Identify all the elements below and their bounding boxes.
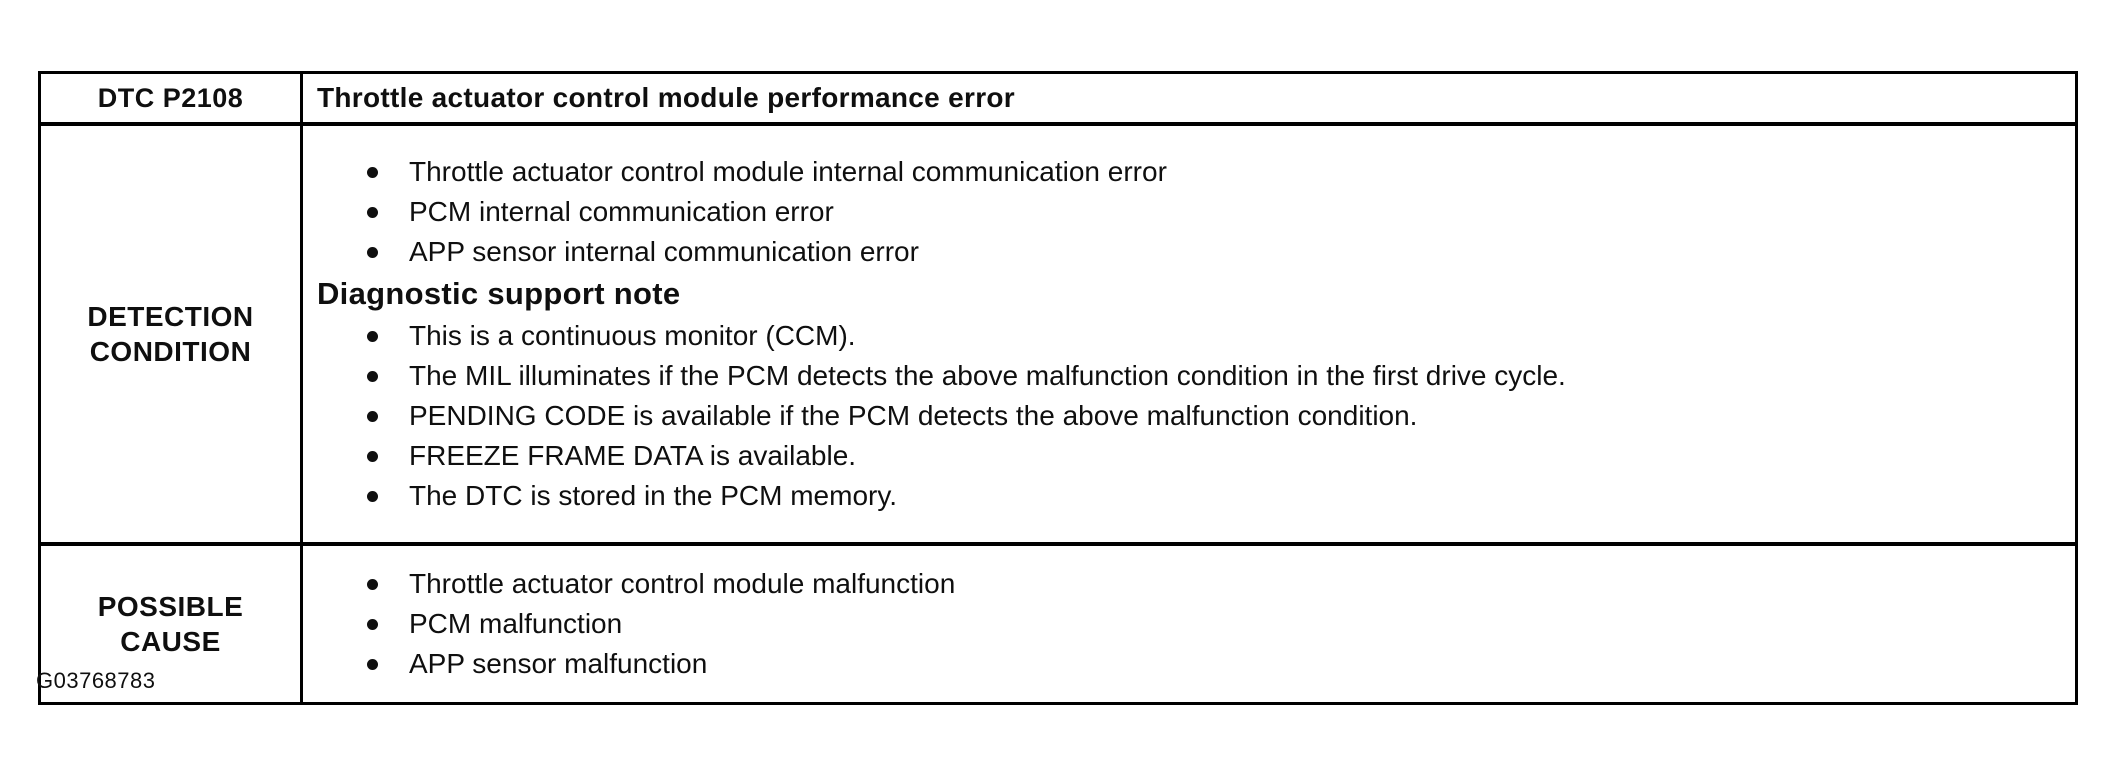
list-item-text: The MIL illuminates if the PCM detects t… (409, 360, 1566, 391)
bullet-icon (367, 619, 378, 630)
bullet-icon (367, 167, 378, 178)
list-item: APP sensor internal communication error (317, 232, 2055, 272)
list-item-text: PCM internal communication error (409, 196, 834, 227)
list-item-text: Throttle actuator control module interna… (409, 156, 1167, 187)
list-item: Throttle actuator control module malfunc… (317, 564, 2055, 604)
possible-cause-row: POSSIBLE CAUSE Throttle actuator control… (38, 542, 2078, 705)
possible-cause-content-cell: Throttle actuator control module malfunc… (300, 542, 2078, 705)
bullet-icon (367, 659, 378, 670)
bullet-icon (367, 207, 378, 218)
list-item-text: The DTC is stored in the PCM memory. (409, 480, 898, 511)
detection-condition-label-line1: DETECTION (87, 301, 254, 332)
possible-cause-label-cell: POSSIBLE CAUSE (38, 542, 303, 705)
list-item-text: APP sensor internal communication error (409, 236, 919, 267)
dtc-title: Throttle actuator control module perform… (300, 71, 2078, 126)
list-item-text: This is a continuous monitor (CCM). (409, 320, 856, 351)
list-item-text: Throttle actuator control module malfunc… (409, 568, 956, 599)
detection-condition-label-cell: DETECTION CONDITION (38, 122, 303, 546)
dtc-table: DTC P2108 Throttle actuator control modu… (38, 71, 2078, 705)
bullet-icon (367, 411, 378, 422)
list-item: APP sensor malfunction (317, 644, 2055, 684)
detection-condition-label: DETECTION CONDITION (42, 299, 299, 369)
possible-cause-label: POSSIBLE CAUSE (42, 589, 299, 659)
list-item: The DTC is stored in the PCM memory. (317, 476, 2055, 516)
list-item: PCM internal communication error (317, 192, 2055, 232)
list-item: The MIL illuminates if the PCM detects t… (317, 356, 2055, 396)
list-item: This is a continuous monitor (CCM). (317, 316, 2055, 356)
bullet-icon (367, 491, 378, 502)
dtc-code: DTC P2108 (38, 71, 303, 126)
detection-condition-row: DETECTION CONDITION Throttle actuator co… (38, 122, 2078, 546)
possible-cause-label-line1: POSSIBLE (97, 591, 244, 622)
diagnostic-support-note-heading: Diagnostic support note (317, 276, 681, 311)
list-item-text: PENDING CODE is available if the PCM det… (409, 400, 1418, 431)
bullet-icon (367, 247, 378, 258)
detection-condition-label-line2: CONDITION (89, 336, 252, 367)
figure-id: G03768783 (36, 668, 156, 693)
list-item-text: PCM malfunction (409, 608, 623, 639)
list-item-text: FREEZE FRAME DATA is available. (409, 440, 857, 471)
possible-cause-label-line2: CAUSE (120, 626, 221, 657)
bullet-icon (367, 451, 378, 462)
bullet-icon (367, 371, 378, 382)
table-header-row: DTC P2108 Throttle actuator control modu… (38, 71, 2078, 126)
list-item: PCM malfunction (317, 604, 2055, 644)
detection-condition-content-cell: Throttle actuator control module interna… (300, 122, 2078, 546)
list-item: Throttle actuator control module interna… (317, 152, 2055, 192)
list-item: PENDING CODE is available if the PCM det… (317, 396, 2055, 436)
list-item-text: APP sensor malfunction (409, 648, 708, 679)
bullet-icon (367, 579, 378, 590)
list-item: FREEZE FRAME DATA is available. (317, 436, 2055, 476)
bullet-icon (367, 331, 378, 342)
